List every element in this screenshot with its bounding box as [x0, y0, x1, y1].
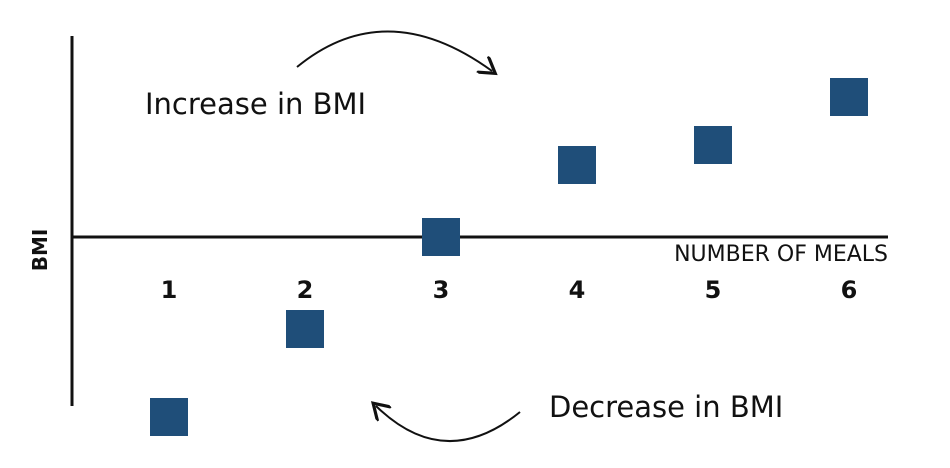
x-tick-label: 1 [161, 276, 178, 304]
x-axis-title: NUMBER OF MEALS [674, 242, 888, 267]
data-point-square [694, 126, 732, 164]
y-axis-title: BMI [28, 229, 52, 272]
x-tick-label: 6 [841, 276, 858, 304]
data-point-square [286, 310, 324, 348]
x-tick-labels: 1 2 3 4 5 6 [161, 276, 858, 304]
data-point-square [558, 146, 596, 184]
x-tick-label: 5 [705, 276, 722, 304]
increase-arrow [296, 30, 492, 71]
decrease-arrow [376, 406, 521, 442]
increase-annotation: Increase in BMI [145, 87, 366, 121]
data-point-square [422, 218, 460, 256]
x-tick-label: 3 [433, 276, 450, 304]
data-point-square [830, 78, 868, 116]
data-points [150, 78, 868, 436]
x-tick-label: 2 [297, 276, 314, 304]
data-point-square [150, 398, 188, 436]
decrease-annotation: Decrease in BMI [549, 390, 783, 424]
x-tick-label: 4 [569, 276, 586, 304]
